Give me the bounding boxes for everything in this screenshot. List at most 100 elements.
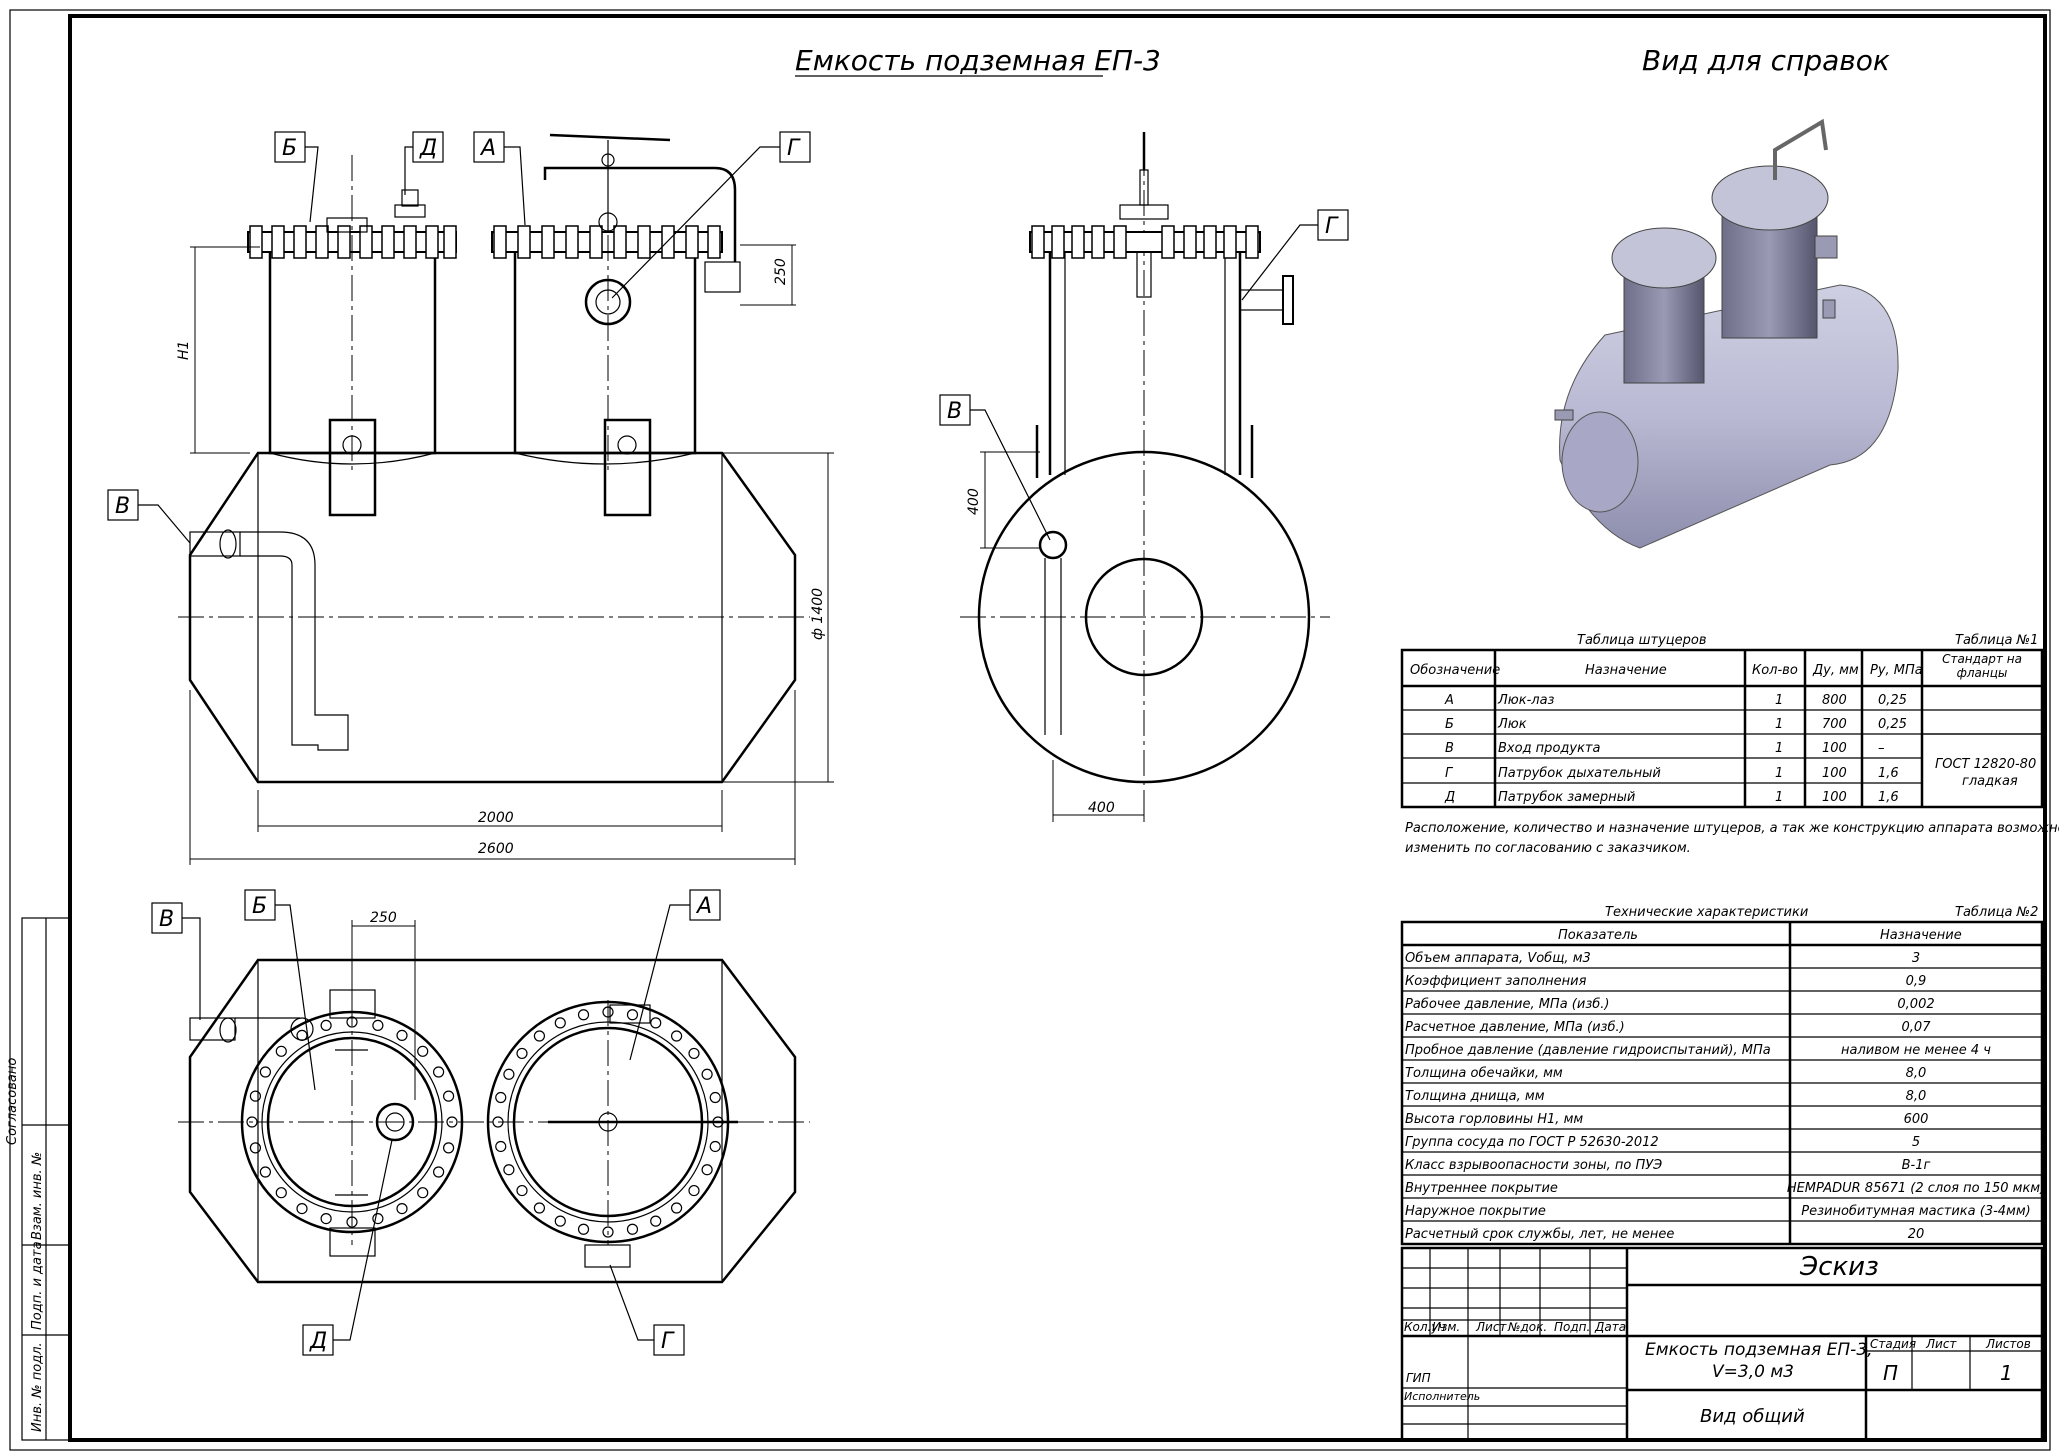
- t2-row-6-value: 8,0: [1906, 1089, 1927, 1104]
- t1-row-3-cell-3: 100: [1822, 766, 1847, 781]
- stamp-col-list: Лист: [1475, 1320, 1507, 1334]
- inner-frame: [68, 14, 2047, 1442]
- dim-1400: ф 1400: [810, 588, 826, 640]
- t1-header-dn: Ду, мм: [1812, 663, 1859, 678]
- stamp-sketch: Эскиз: [1799, 1252, 1879, 1282]
- top-callout-g: Г: [661, 1329, 675, 1354]
- t2-row-9-param: Класс взрывоопасности зоны, по ПУЭ: [1405, 1158, 1662, 1173]
- t1-row-4-cell-1: Патрубок замерный: [1498, 790, 1635, 805]
- t1-row-4-cell-3: 100: [1822, 790, 1847, 805]
- front-dimensions: Н1 250 ф 1400 2000 2600: [176, 244, 834, 865]
- t1-row-2-cell-1: Вход продукта: [1498, 741, 1600, 756]
- t1-standard-1: ГОСТ 12820-80: [1935, 757, 2036, 772]
- dim-400-vertical: 400: [966, 488, 982, 515]
- t1-row-4-cell-0: Д: [1444, 790, 1455, 805]
- reference-3d-view: [1554, 118, 1899, 549]
- t2-header-value: Назначение: [1880, 928, 1962, 943]
- t2-row-5-value: 8,0: [1906, 1066, 1927, 1081]
- side-view: 400 400 Г В: [939, 132, 1349, 822]
- t1-row-2-cell-3: 100: [1822, 741, 1847, 756]
- t1-row-1-cell-3: 700: [1822, 717, 1847, 732]
- t1-row-0-cell-1: Люк-лаз: [1497, 693, 1555, 708]
- t2-row-7-value: 600: [1904, 1112, 1929, 1127]
- t1-row-4-cell-2: 1: [1775, 790, 1783, 805]
- note-line-2: изменить по согласованию с заказчиком.: [1405, 841, 1691, 856]
- stamp-stage-label: Стадия: [1870, 1337, 1916, 1351]
- stamp-col-date: Дата: [1594, 1320, 1626, 1334]
- t2-row-5-param: Толщина обечайки, мм: [1405, 1066, 1563, 1081]
- outer-frame: [9, 9, 2051, 1451]
- stamp-sheet-label: Лист: [1925, 1337, 1957, 1351]
- callout-g: Г: [787, 136, 801, 161]
- side-inv-sub: Взам. инв. №: [30, 1152, 45, 1240]
- t2-row-0-value: 3: [1912, 951, 1920, 966]
- callout-a: А: [479, 136, 496, 161]
- t1-header-pn: Ру, МПа: [1870, 663, 1923, 678]
- stamp-sheets-label: Листов: [1985, 1337, 2031, 1351]
- stamp-gip: ГИП: [1406, 1371, 1431, 1385]
- callout-b: Б: [282, 136, 297, 161]
- dim-2000: 2000: [478, 810, 514, 826]
- t2-header-param: Показатель: [1558, 928, 1638, 943]
- t1-row-0-cell-2: 1: [1775, 693, 1783, 708]
- stamp-sheets: 1: [2000, 1361, 2013, 1385]
- t2-row-3-value: 0,07: [1902, 1020, 1932, 1035]
- t1-row-3-cell-2: 1: [1775, 766, 1783, 781]
- t2-row-4-value: наливом не менее 4 ч: [1841, 1043, 1991, 1058]
- t1-standard-2: гладкая: [1962, 774, 2018, 789]
- stamp-name-1: Емкость подземная ЕП-3,: [1645, 1340, 1873, 1360]
- t2-row-2-value: 0,002: [1897, 997, 1934, 1012]
- t1-row-3-cell-1: Патрубок дыхательный: [1498, 766, 1661, 781]
- top-callout-v: В: [159, 907, 174, 932]
- t1-row-1-cell-1: Люк: [1497, 717, 1527, 732]
- side-approved: Согласовано: [5, 1058, 20, 1145]
- front-callouts: Б Д А Г В: [107, 131, 811, 544]
- tech-table: Технические характеристики Таблица №2 По…: [1400, 905, 2045, 1246]
- reference-view-title: Вид для справок: [1642, 44, 1890, 77]
- callout-v: В: [115, 494, 130, 519]
- table1-title: Таблица штуцеров: [1577, 633, 1707, 648]
- t1-row-1-cell-0: Б: [1445, 717, 1454, 732]
- side-sign-date: Подп. и дата: [30, 1241, 45, 1330]
- top-callout-a: А: [695, 894, 712, 919]
- t2-row-9-value: В-1г: [1902, 1158, 1931, 1173]
- side-callout-g: Г: [1325, 214, 1339, 239]
- t1-row-2-cell-2: 1: [1775, 741, 1783, 756]
- dim-400-horizontal: 400: [1088, 800, 1115, 816]
- top-view: 250 В Б А Д Г: [151, 889, 810, 1356]
- top-callout-b: Б: [252, 894, 267, 919]
- t1-header-qty: Кол-во: [1752, 663, 1798, 678]
- t1-row-2-cell-4: –: [1878, 741, 1885, 756]
- drawing-title: Емкость подземная ЕП-3: [795, 44, 1161, 77]
- note-line-1: Расположение, количество и назначение шт…: [1405, 821, 2059, 836]
- side-callout-v: В: [947, 399, 962, 424]
- dim-2600: 2600: [478, 841, 514, 857]
- stamp-executor: Исполнитель: [1404, 1390, 1480, 1403]
- top-callout-d: Д: [309, 1329, 327, 1354]
- side-strip: Согласовано Взам. инв. № Подп. и дата Ин…: [5, 917, 71, 1441]
- dim-250: 250: [773, 258, 789, 285]
- table1-number: Таблица №1: [1955, 633, 2038, 648]
- t2-row-8-param: Группа сосуда по ГОСТ Р 52630-2012: [1405, 1135, 1659, 1150]
- t1-row-3-cell-0: Г: [1445, 766, 1454, 781]
- side-inv-orig: Инв. № подл.: [30, 1342, 45, 1432]
- title-block: Изм. Кол.уч Лист №док. Подп. Дата ГИП Ис…: [1400, 1246, 2044, 1442]
- stamp-col-doc: №док.: [1507, 1320, 1547, 1334]
- t2-row-8-value: 5: [1912, 1135, 1920, 1150]
- t2-row-10-param: Внутреннее покрытие: [1405, 1181, 1558, 1196]
- t2-row-10-value: HEMPADUR 85671 (2 слоя по 150 мкм): [1787, 1181, 2045, 1196]
- t2-row-3-param: Расчетное давление, МПа (изб.): [1405, 1020, 1625, 1035]
- t2-row-1-value: 0,9: [1906, 974, 1927, 989]
- t1-row-1-cell-4: 0,25: [1878, 717, 1907, 732]
- t1-header-purpose: Назначение: [1585, 663, 1667, 678]
- t2-row-2-param: Рабочее давление, МПа (изб.): [1405, 997, 1609, 1012]
- stamp-col-kolch: Кол.уч: [1404, 1320, 1446, 1334]
- t1-row-1-cell-2: 1: [1775, 717, 1783, 732]
- callout-d: Д: [419, 136, 437, 161]
- stamp-view: Вид общий: [1700, 1406, 1805, 1427]
- t1-header-designation: Обозначение: [1410, 663, 1500, 678]
- t2-row-12-param: Расчетный срок службы, лет, не менее: [1405, 1227, 1674, 1242]
- t2-row-1-param: Коэффициент заполнения: [1405, 974, 1587, 989]
- t1-row-0-cell-3: 800: [1822, 693, 1847, 708]
